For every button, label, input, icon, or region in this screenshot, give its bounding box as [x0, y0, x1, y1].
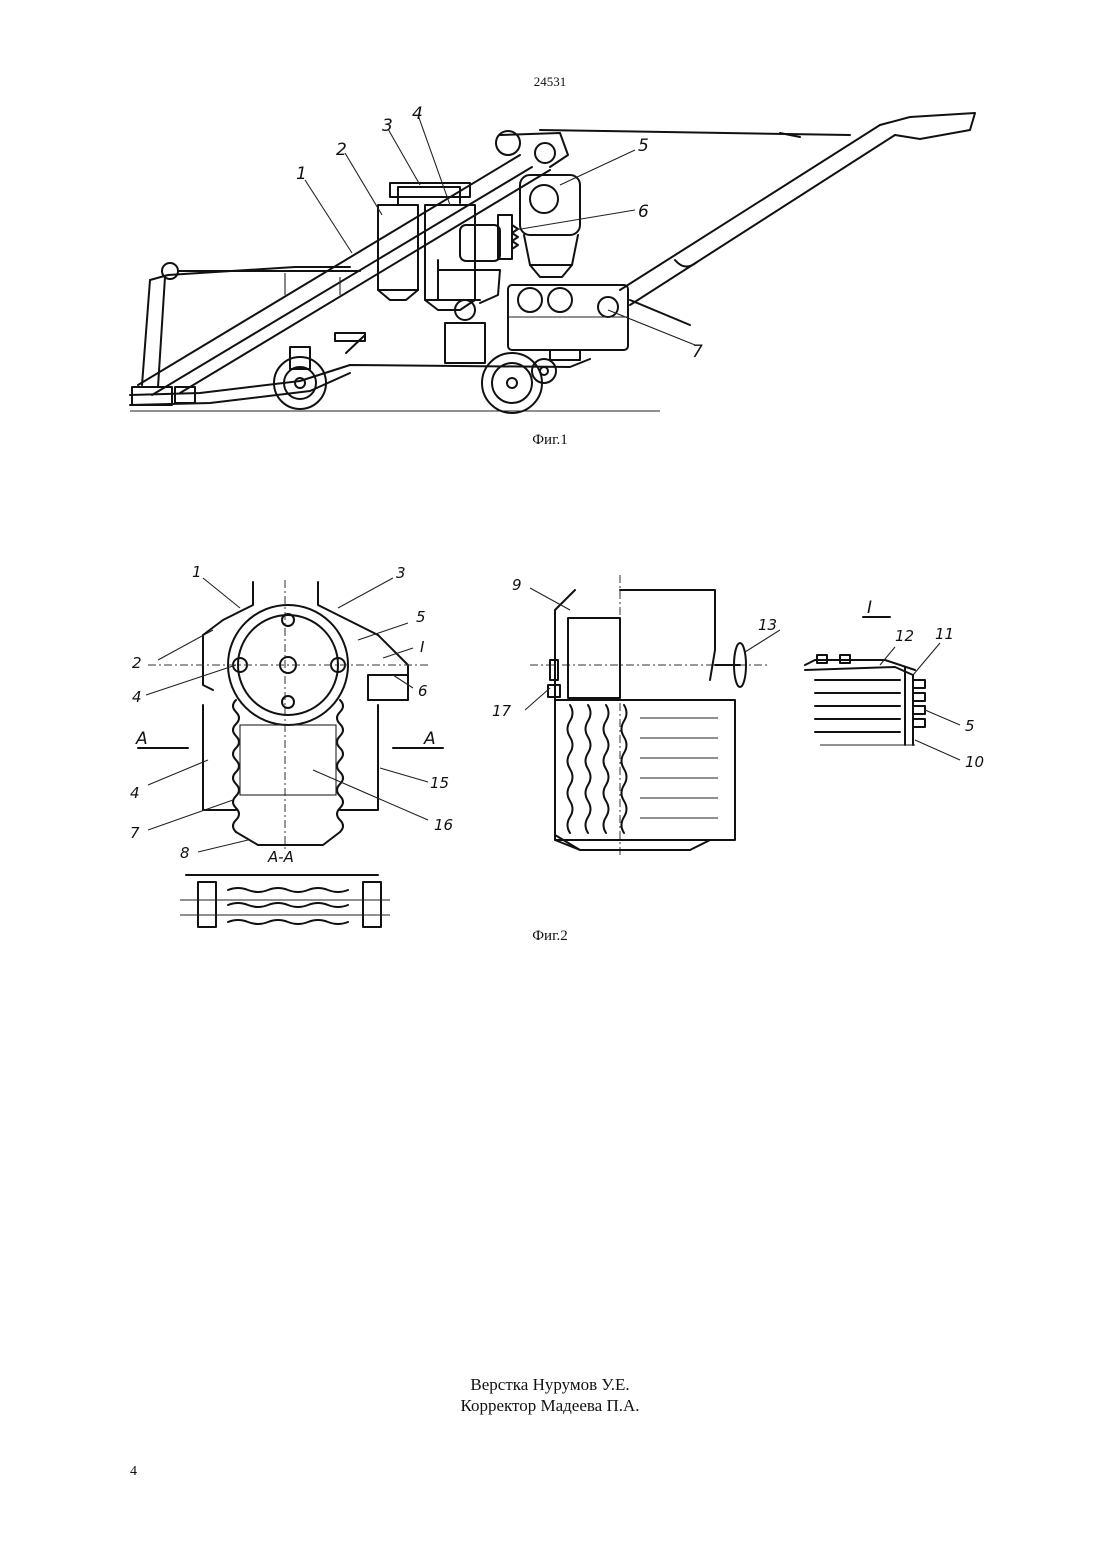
fig2-label-7: 7 — [130, 824, 140, 842]
fig2-label-8: 8 — [180, 844, 190, 862]
patent-number: 24531 — [0, 74, 1100, 90]
page-number: 4 — [130, 1464, 137, 1480]
fig2-label-13: 13 — [758, 616, 777, 634]
fig1-label-3: 3 — [382, 116, 393, 136]
fig2-label-16: 16 — [434, 816, 453, 834]
detail-label-12: 12 — [895, 627, 914, 645]
fig2-label-15: 15 — [430, 774, 449, 792]
fig2-label-I: I — [420, 638, 425, 656]
fig2-label-4a: 4 — [132, 688, 142, 706]
detail-label-10: 10 — [965, 753, 984, 771]
detail-label-5: 5 — [965, 717, 975, 735]
fig2-section-title: A-A — [267, 848, 294, 866]
fig1-label-5: 5 — [638, 136, 649, 156]
fig2-label-5: 5 — [416, 608, 426, 626]
credits-block: Верстка Нурумов У.Е. Корректор Мадеева П… — [0, 1374, 1100, 1416]
fig2-label-2: 2 — [132, 654, 142, 672]
fig2-label-4b: 4 — [130, 784, 140, 802]
figure-2-detail-drawing: I 12 11 5 10 — [795, 595, 1020, 780]
fig2-label-17: 17 — [492, 702, 512, 720]
figure-1-caption: Фиг.1 — [0, 432, 1100, 449]
fig1-label-4: 4 — [412, 104, 423, 124]
fig1-label-2: 2 — [336, 140, 347, 160]
fig2-section-mark-left: A — [135, 729, 148, 749]
figure-2-elevation-drawing: 9 13 17 — [490, 570, 780, 860]
fig2-label-9: 9 — [512, 576, 522, 594]
figure-1-drawing: 1 2 3 4 5 6 7 — [120, 95, 1000, 425]
fig2-label-1: 1 — [192, 563, 202, 581]
figure-2-section-drawing: 1 3 2 4 5 I 6 A A 4 15 7 16 8 A-A — [128, 560, 468, 930]
detail-label-I: I — [867, 598, 872, 618]
detail-label-11: 11 — [935, 625, 954, 643]
fig1-label-7: 7 — [692, 342, 703, 362]
proofreader-credit: Корректор Мадеева П.А. — [0, 1395, 1100, 1416]
fig1-label-6: 6 — [638, 202, 649, 222]
typesetter-credit: Верстка Нурумов У.Е. — [0, 1374, 1100, 1395]
fig2-label-3: 3 — [396, 564, 406, 582]
figure-2-caption: Фиг.2 — [0, 928, 1100, 945]
fig2-label-6: 6 — [418, 682, 428, 700]
fig2-section-mark-right: A — [423, 729, 436, 749]
fig1-label-1: 1 — [296, 164, 307, 184]
